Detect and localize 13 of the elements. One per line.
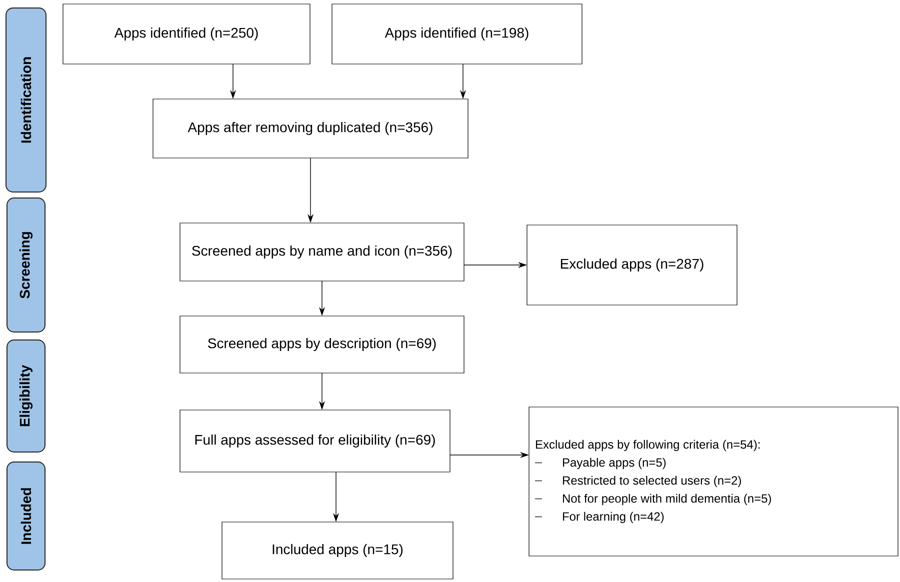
criteria-box: Excluded apps by following criteria (n=54): Payable apps (n=5) Restricted to selected users (n=2) Not for people with mild dementia (n=5) For learning (n=42) <box>528 406 898 556</box>
process-box: Apps identified (n=250) <box>62 4 310 64</box>
process-box: Apps identified (n=198) <box>332 4 582 64</box>
process-box: Included apps (n=15) <box>222 522 454 580</box>
process-box: Screened apps by description (n=69) <box>180 316 464 374</box>
process-box: Full apps assessed for eligibility (n=69) <box>180 410 450 472</box>
stage-band: Identification <box>6 8 46 192</box>
stage-band: Screening <box>6 198 46 332</box>
stage-band: Eligibility <box>6 340 46 452</box>
process-box: Apps after removing duplicated (n=356) <box>152 98 468 158</box>
process-box: Screened apps by name and icon (n=356) <box>180 222 464 282</box>
stage-band: Included <box>6 462 46 570</box>
process-box: Excluded apps (n=287) <box>526 224 738 306</box>
